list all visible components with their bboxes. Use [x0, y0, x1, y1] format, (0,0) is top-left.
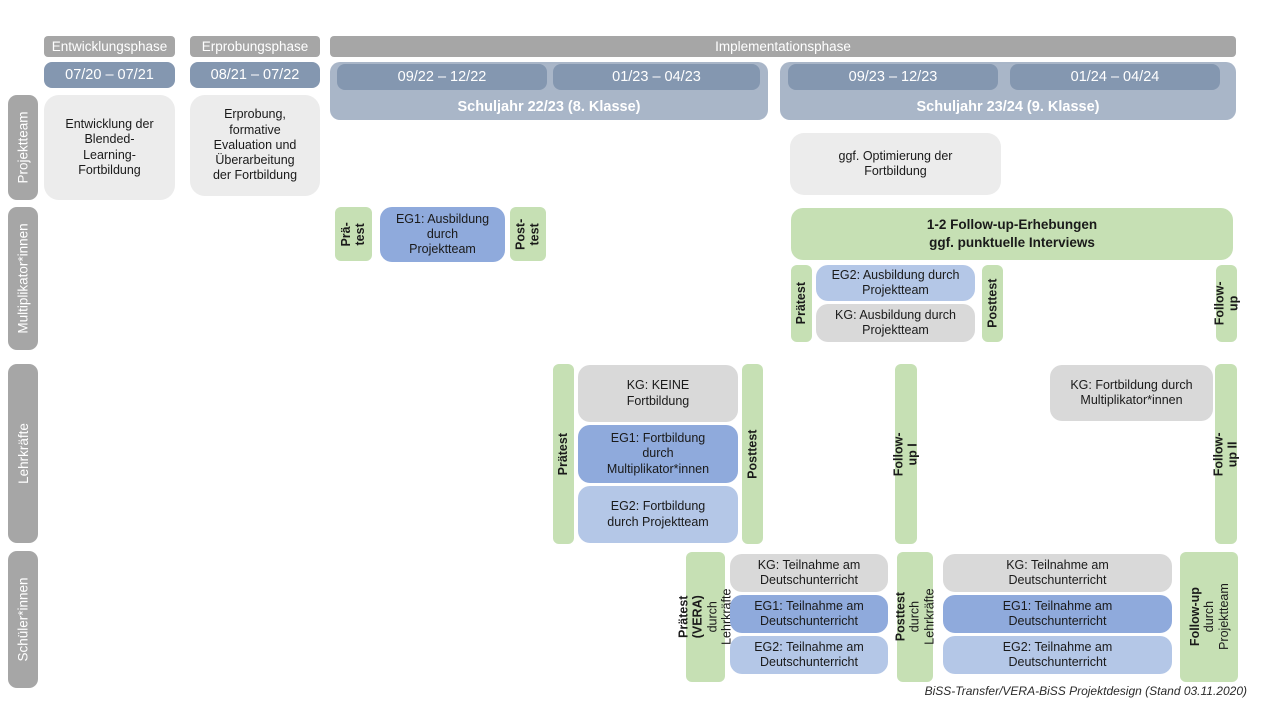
date-range-0923-1223: 09/23 – 12/23 [788, 64, 998, 90]
bar-praetest-lehrkraefte-text: Prätest [556, 432, 571, 476]
box-eg2-teilnahme-sy2: EG2: Teilnahme am Deutschunterricht [943, 636, 1172, 674]
bar-posttest-lehrkraefte-text: Posttest [745, 429, 760, 479]
followup-schueler-main: Follow-up [1187, 587, 1202, 647]
bar-praetest-vera-schueler: Prätest (VERA)durch Lehrkräfte [677, 552, 734, 682]
box-entwicklung-fortbildung: Entwicklung der Blended- Learning- Fortb… [44, 95, 175, 200]
bar-followup1-lehrkraefte-text: Follow-up I [891, 432, 920, 476]
row-label-multiplikatoren-text: Multiplikator*innen [15, 223, 31, 334]
box-kg-ausbildung-projektteam: KG: Ausbildung durch Projektteam [816, 304, 975, 342]
slide-caption: BiSS-Transfer/VERA-BiSS Projektdesign (S… [924, 684, 1247, 698]
box-optimierung-fortbildung: ggf. Optimierung der Fortbildung [790, 133, 1001, 195]
box-eg1-teilnahme-sy1: EG1: Teilnahme am Deutschunterricht [730, 595, 888, 633]
bar-praetest-multiplikatoren-sy1-text: Prä- test [339, 221, 368, 247]
bar-praetest-multiplikatoren-sy2: Prätest [791, 265, 812, 342]
box-kg-teilnahme-sy1: KG: Teilnahme am Deutschunterricht [730, 554, 888, 592]
schoolyear-2324-label: Schuljahr 23/24 (9. Klasse) [916, 99, 1100, 115]
date-range-0124-0424: 01/24 – 04/24 [1010, 64, 1220, 90]
bar-praetest-lehrkraefte: Prätest [553, 364, 574, 544]
bar-posttest-multiplikatoren-sy1: Post- test [510, 207, 546, 261]
date-range-0720-0721: 07/20 – 07/21 [44, 62, 175, 88]
date-range-0123-0423: 01/23 – 04/23 [553, 64, 760, 90]
bar-posttest-multiplikatoren-sy1-text: Post- test [513, 218, 542, 250]
box-eg2-fortbildung-projektteam: EG2: Fortbildung durch Projektteam [578, 486, 738, 543]
box-eg2-teilnahme-sy1: EG2: Teilnahme am Deutschunterricht [730, 636, 888, 674]
praetest-vera-main: Prätest (VERA) [676, 595, 706, 639]
bar-followup1-lehrkraefte: Follow-up I [892, 364, 920, 544]
box-eg1-teilnahme-sy2: EG1: Teilnahme am Deutschunterricht [943, 595, 1172, 633]
bar-followup2-lehrkraefte: Follow-up II [1212, 364, 1240, 544]
bar-praetest-multiplikatoren-sy2-text: Prätest [794, 282, 809, 325]
bar-followup-multiplikatoren-text: Follow-up [1212, 281, 1241, 326]
bar-praetest-multiplikatoren-sy1: Prä- test [335, 207, 372, 261]
box-followup-erhebungen: 1-2 Follow-up-Erhebungen ggf. punktuelle… [791, 208, 1233, 260]
row-label-lehrkraefte-text: Lehrkräfte [15, 423, 31, 484]
box-erprobung-evaluation: Erprobung, formative Evaluation und Über… [190, 95, 320, 196]
box-eg1-fortbildung-multiplikatoren: EG1: Fortbildung durch Multiplikator*inn… [578, 425, 738, 483]
followup-schueler-sub: durch Projektteam [1201, 583, 1231, 651]
bar-posttest-multiplikatoren-sy2-text: Posttest [985, 278, 1000, 329]
phase-implementationsphase: Implementationsphase [330, 36, 1236, 57]
phase-entwicklungsphase: Entwicklungsphase [44, 36, 175, 57]
row-label-projektteam-text: Projektteam [15, 111, 31, 184]
bar-followup2-lehrkraefte-text: Follow-up II [1211, 432, 1240, 476]
phase-erprobungsphase: Erprobungsphase [190, 36, 320, 57]
row-label-multiplikatoren: Multiplikator*innen [8, 207, 38, 350]
box-kg-keine-fortbildung: KG: KEINE Fortbildung [578, 365, 738, 422]
row-label-projektteam: Projektteam [8, 95, 38, 200]
bar-praetest-vera-schueler-text: Prätest (VERA)durch Lehrkräfte [677, 589, 735, 645]
posttest-schueler-main: Posttest [893, 592, 908, 642]
box-kg-teilnahme-sy2: KG: Teilnahme am Deutschunterricht [943, 554, 1172, 592]
schoolyear-2223-label: Schuljahr 22/23 (8. Klasse) [457, 99, 641, 115]
date-range-0922-1222: 09/22 – 12/22 [337, 64, 547, 90]
row-label-schueler-text: Schüler*innen [15, 577, 31, 662]
date-range-0821-0722: 08/21 – 07/22 [190, 62, 320, 88]
box-kg-fortbildung-multiplikatoren: KG: Fortbildung durch Multiplikator*inne… [1050, 365, 1213, 421]
box-eg1-ausbildung-projektteam: EG1: Ausbildung durch Projektteam [380, 207, 505, 262]
posttest-schueler-sub: durch Lehrkräfte [907, 588, 937, 646]
box-eg2-ausbildung-projektteam: EG2: Ausbildung durch Projektteam [816, 265, 975, 301]
bar-posttest-lehrkraefte: Posttest [742, 364, 763, 544]
bar-posttest-multiplikatoren-sy2: Posttest [982, 265, 1003, 342]
row-label-schueler: Schüler*innen [8, 551, 38, 688]
row-label-lehrkraefte: Lehrkräfte [8, 364, 38, 543]
bar-followup-multiplikatoren: Follow-up [1212, 265, 1241, 342]
